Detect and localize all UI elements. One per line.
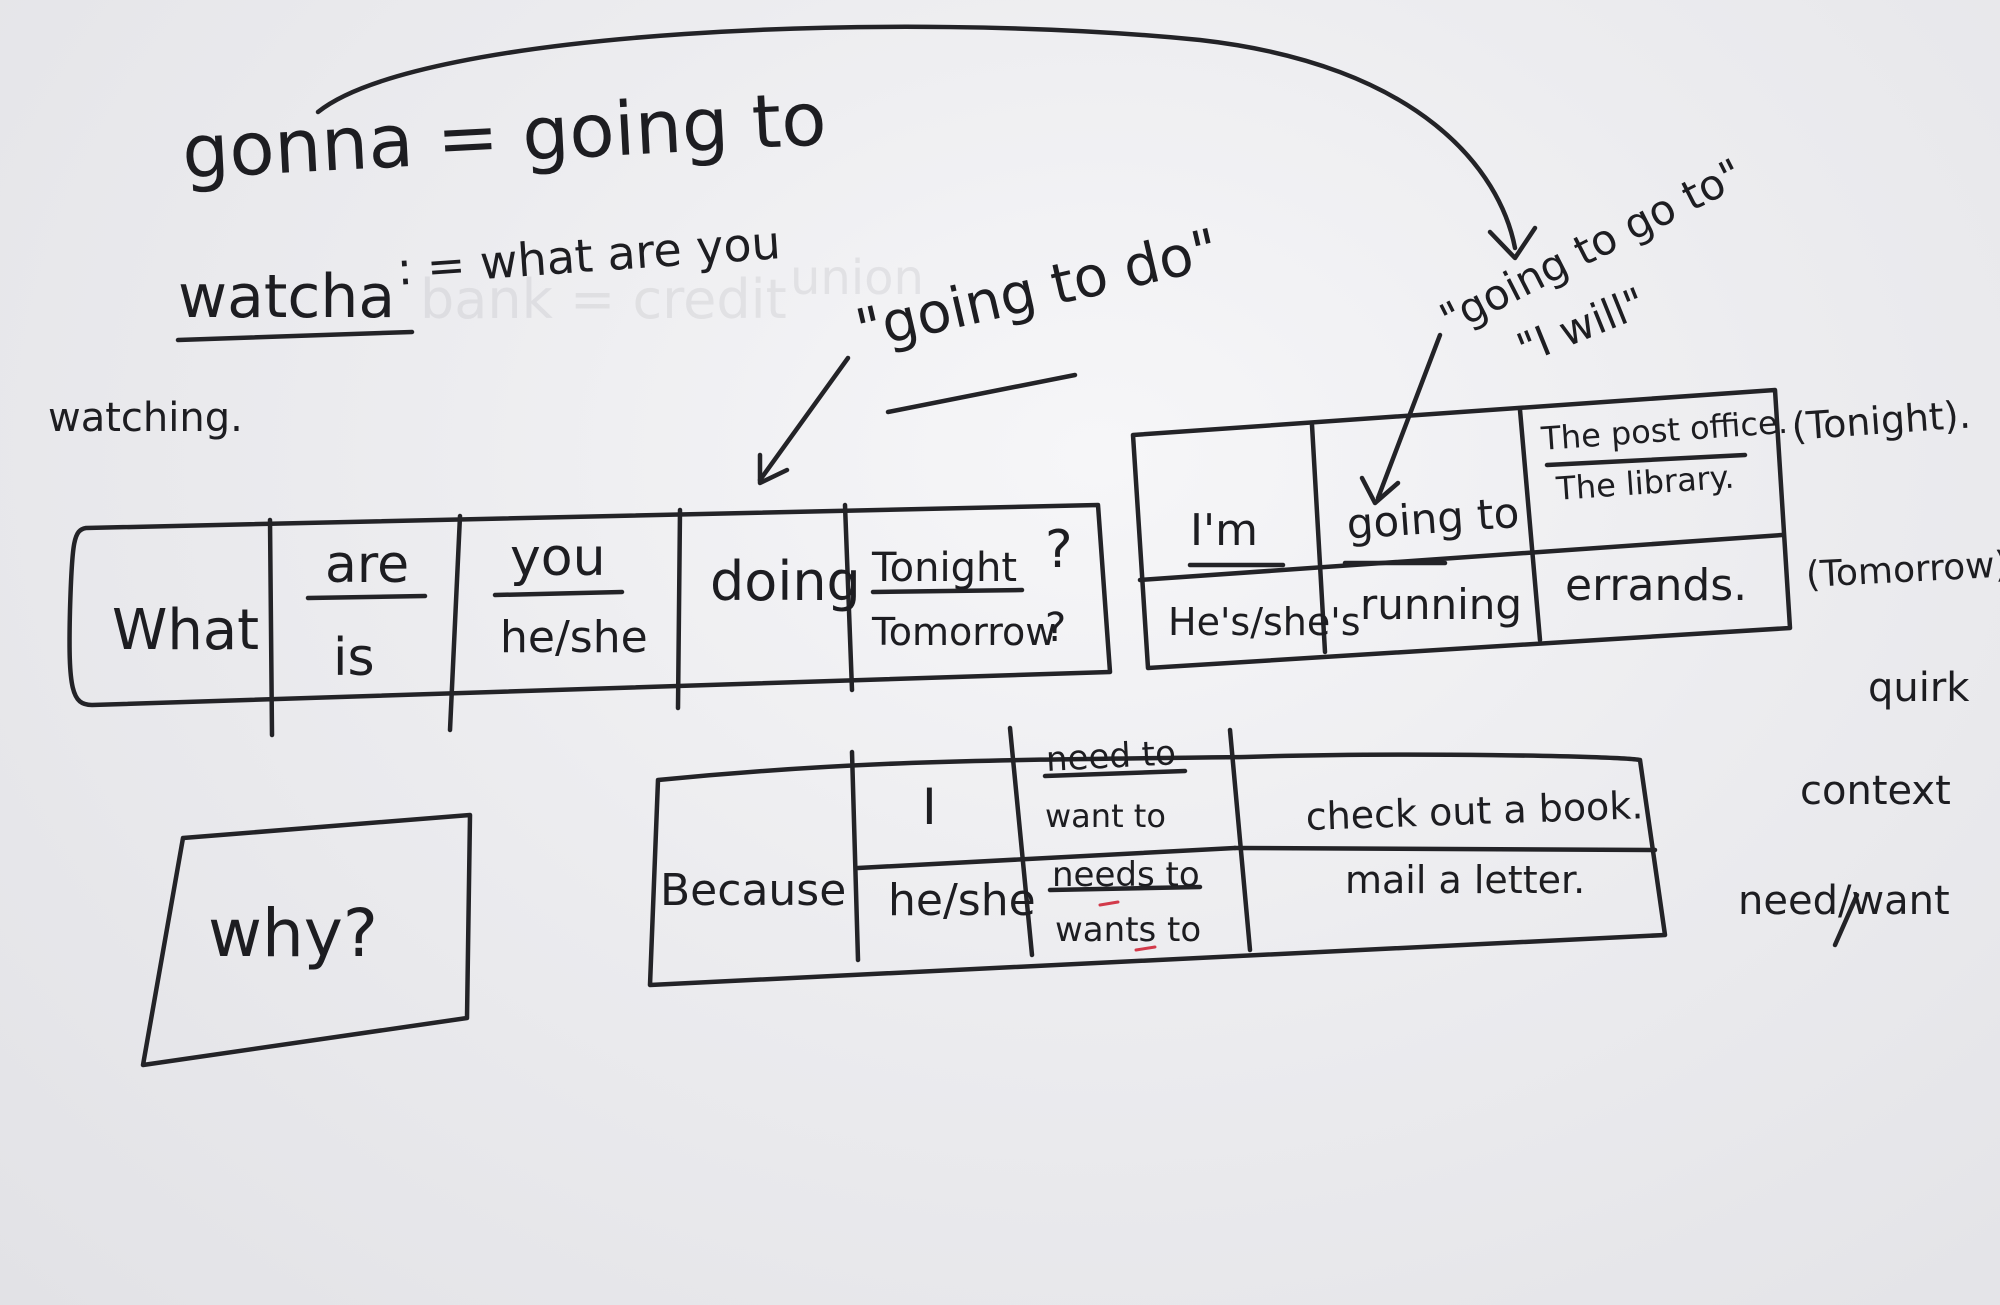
arrow-to-doing-head (757, 452, 790, 486)
q-you: you (510, 528, 606, 588)
b-i: I (922, 778, 937, 836)
because-table-divider-2 (1007, 725, 1035, 958)
need-want-slash (1832, 892, 1860, 948)
a-hes-shes: He's/she's (1168, 600, 1361, 644)
b-wants-to: wants to (1055, 910, 1202, 950)
because-table-divider-1 (849, 749, 861, 963)
going-to-do-underline (885, 372, 1078, 415)
answer-table-inner-3 (1544, 452, 1748, 468)
b-mail: mail a letter. (1345, 858, 1586, 902)
b-he-she: he/she (888, 875, 1036, 926)
arrow-to-doing (757, 355, 851, 483)
b-because: Because (660, 865, 847, 916)
why-question: why? (208, 895, 378, 972)
because-table-border (647, 752, 1668, 988)
red-mark-needs (1098, 900, 1120, 907)
because-table-divider-3 (1227, 727, 1253, 953)
b-need-to: need to (1045, 733, 1177, 780)
a-running: running (1360, 580, 1523, 629)
question-table-divider-4 (842, 502, 855, 693)
question-table-inner-3 (870, 587, 1025, 595)
side-need-want: need/want (1738, 878, 1950, 924)
question-table-inner-1 (305, 593, 428, 601)
watching-word: watching. (48, 395, 243, 441)
answer-table-divider-2 (1517, 407, 1543, 643)
because-table-mid-2 (1232, 845, 1658, 853)
b-want-to: want to (1045, 797, 1166, 835)
q-are: are (325, 535, 410, 595)
q-mark-2: ? (1045, 605, 1067, 651)
curved-arrow (315, 24, 1518, 251)
a-errands: errands. (1565, 560, 1748, 611)
why-box-border (140, 812, 473, 1068)
b-needs-to: needs to (1052, 855, 1200, 895)
q-he-she: he/she (500, 612, 648, 663)
watcha-word: watcha (178, 262, 396, 332)
watcha-underline (175, 329, 415, 343)
q-mark-1: ? (1045, 520, 1073, 580)
q-doing: doing (710, 550, 861, 613)
q-is: is (333, 628, 375, 688)
curved-arrow-head (1487, 225, 1538, 261)
a-im: I'm (1190, 505, 1258, 556)
answer-table-divider-1 (1309, 422, 1328, 655)
question-table-inner-2 (492, 589, 625, 598)
because-table-mid-1 (855, 845, 1238, 871)
ghost-bank-credit: bank = credit (420, 268, 787, 331)
q-what: What (112, 598, 260, 663)
ghost-union: union (790, 250, 924, 306)
side-context: context (1800, 768, 1951, 814)
side-quirk: quirk (1868, 665, 1970, 711)
q-tomorrow: Tomorrow (872, 610, 1057, 654)
question-table-divider-1 (267, 517, 275, 738)
answer-table-mid (1137, 532, 1785, 583)
question-table-divider-3 (675, 507, 683, 711)
because-table-inner-2 (1047, 884, 1203, 893)
answer-table-border (1130, 387, 1793, 671)
question-table-divider-2 (447, 513, 463, 733)
question-table-border (67, 502, 1113, 708)
red-mark-wants (1134, 945, 1157, 952)
q-tonight: Tonight (872, 545, 1017, 591)
arrow-to-going-to-head (1359, 475, 1401, 506)
because-table-inner-1 (1042, 768, 1188, 779)
